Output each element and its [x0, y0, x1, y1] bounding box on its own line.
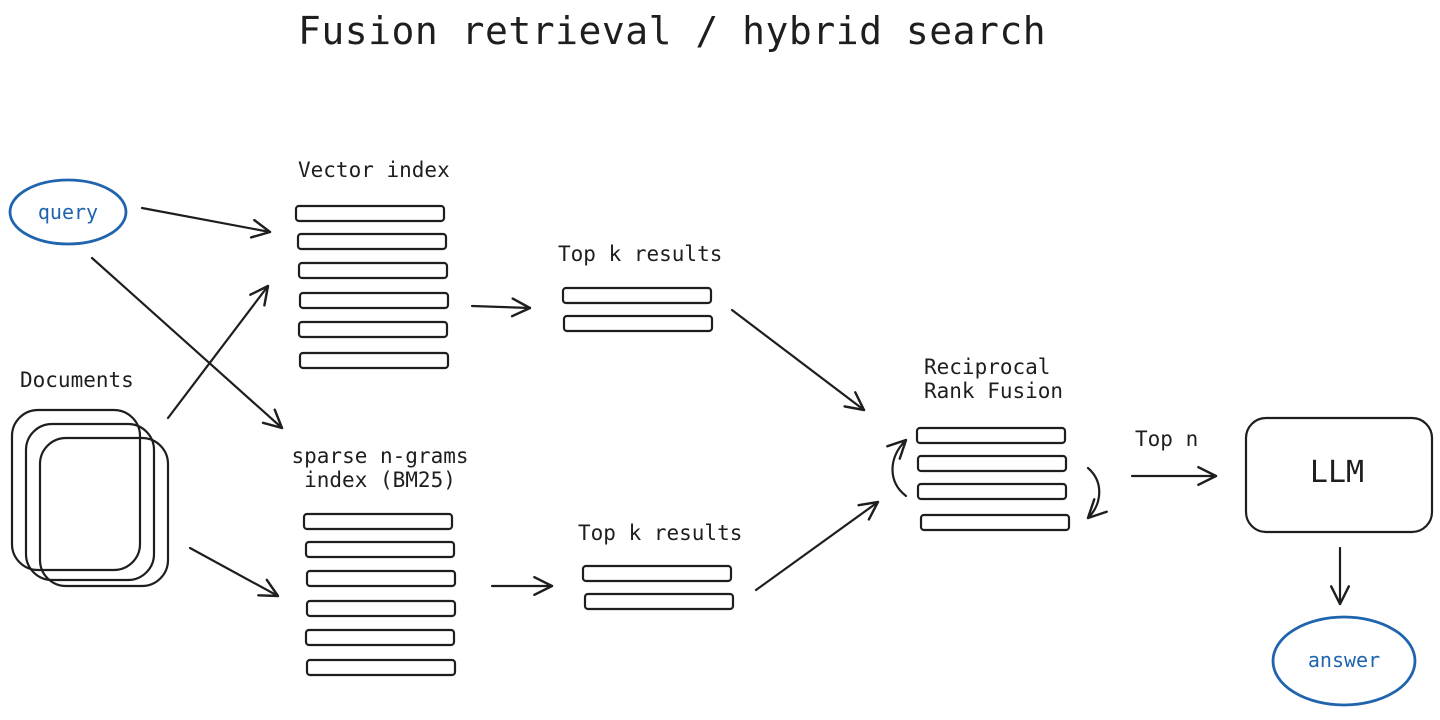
arrow-vector-to-topk	[470, 297, 532, 318]
top-k-vector-stack	[561, 286, 714, 333]
sparse-index-stack	[302, 512, 457, 677]
arrow-topk1-to-rrf	[730, 308, 866, 412]
arrow-query-to-vector	[140, 206, 272, 239]
documents-label: Documents	[20, 368, 134, 392]
top-k-vector-label: Top k results	[558, 242, 723, 266]
arrow-docs-to-vector	[166, 284, 270, 420]
documents-stack	[10, 408, 170, 588]
answer-label: answer	[1307, 648, 1381, 672]
rrf-stack	[915, 426, 1071, 532]
vector-index-stack	[294, 204, 450, 370]
arrow-query-to-sparse	[90, 256, 284, 430]
query-label: query	[37, 200, 99, 224]
query-node	[8, 178, 128, 246]
rrf-reorder-arrow-right	[1086, 466, 1108, 520]
top-n-label: Top n	[1135, 427, 1199, 451]
sparse-index-label: sparse n-grams index (BM25)	[291, 444, 469, 493]
arrow-topk2-to-rrf	[754, 500, 880, 592]
llm-node	[1244, 416, 1434, 534]
rrf-reorder-arrow-left	[886, 438, 908, 498]
top-k-sparse-stack	[581, 564, 735, 611]
llm-label: LLM	[1309, 455, 1365, 490]
arrow-docs-to-sparse	[188, 546, 280, 598]
rrf-label: Reciprocal Rank Fusion	[924, 355, 1064, 404]
top-k-sparse-label: Top k results	[578, 521, 743, 545]
answer-node	[1271, 615, 1417, 707]
vector-index-label: Vector index	[298, 158, 450, 182]
diagram-title: Fusion retrieval / hybrid search	[298, 9, 1047, 53]
